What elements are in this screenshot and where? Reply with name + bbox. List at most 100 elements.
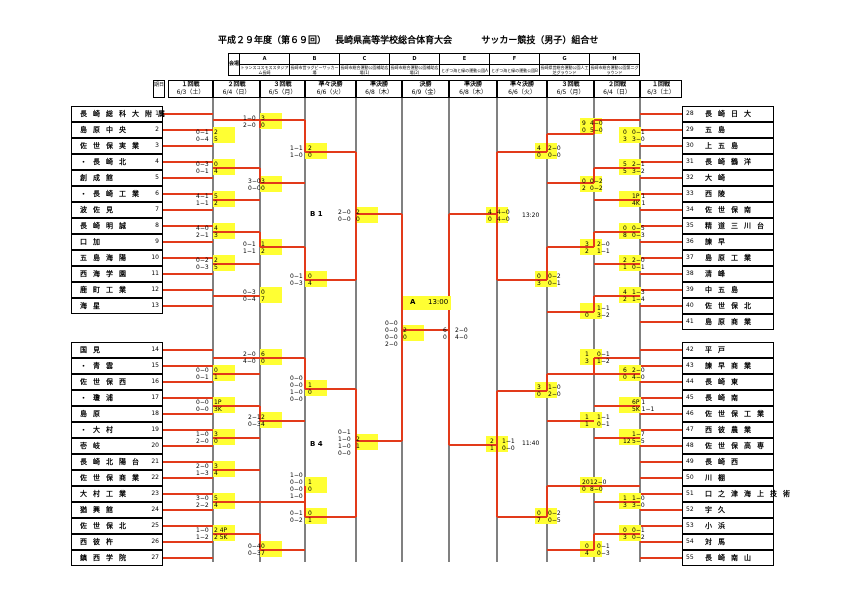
- team-number: 50: [686, 474, 694, 481]
- match-score: 0−1: [548, 280, 561, 287]
- match-score: 0: [582, 486, 586, 493]
- team-number: 3: [155, 142, 159, 149]
- match-score: 1: [308, 382, 312, 389]
- match-score: 0: [214, 161, 218, 168]
- match-score: 2−0: [632, 367, 645, 374]
- match-score: 0−4: [243, 296, 256, 303]
- team-number: 10: [151, 254, 159, 261]
- title-event: 長崎県高等学校総合体育大会: [335, 36, 453, 46]
- match-score: 1: [490, 445, 494, 452]
- match-score: 1−0: [338, 443, 351, 450]
- match-score: 0−1: [632, 527, 645, 534]
- venue-label: 会場: [228, 53, 240, 76]
- round-date: 6/8（木）: [459, 89, 487, 96]
- match-score: 3−0: [196, 495, 209, 502]
- match-score: 2−0: [455, 327, 468, 334]
- team-name: 長崎日大: [705, 110, 757, 118]
- round-date: 6/6（火）: [316, 89, 345, 96]
- match-score: 0−0: [290, 375, 303, 382]
- title-sport: サッカー競技（男子）組合せ: [481, 36, 599, 46]
- match-score: 0−4: [196, 136, 209, 143]
- match-score: 0−3: [196, 161, 209, 168]
- team-name: 口加: [80, 238, 106, 246]
- match-score: 1−3: [632, 289, 645, 296]
- match-score: 1−0: [290, 152, 303, 159]
- date-header-label: 期日: [153, 80, 165, 98]
- match-score: 7: [261, 550, 265, 557]
- team-name: ・長崎北: [80, 158, 132, 166]
- match-score: 4−1: [196, 193, 209, 200]
- score-highlight: [580, 118, 602, 134]
- match-score: 1−0: [632, 495, 645, 502]
- team-number: 51: [686, 490, 694, 497]
- round-date: 6/4（日）: [603, 89, 631, 96]
- match-score: 2−0: [548, 391, 561, 398]
- match-score: 3: [537, 280, 541, 287]
- match-score: 4: [214, 225, 218, 232]
- match-score: 5−0: [590, 127, 603, 134]
- team-name: 中五島: [705, 286, 744, 294]
- round-name: １回戦: [181, 81, 200, 88]
- match-score: 6: [261, 351, 265, 358]
- match-score: 4: [261, 421, 265, 428]
- team-name: 長崎西: [705, 458, 744, 466]
- match-score: 0−0: [548, 152, 561, 159]
- team-name: 佐世保工業: [705, 410, 770, 418]
- team-name: 国見: [80, 346, 106, 354]
- team-number: 44: [686, 378, 694, 385]
- match-score: 3: [261, 178, 265, 185]
- match-score: 6P 1: [632, 399, 646, 406]
- team-number: 28: [686, 110, 694, 117]
- match-score: 0−3: [243, 289, 256, 296]
- match-score: 4: [214, 470, 218, 477]
- semifinal-time: 13:20: [522, 212, 540, 219]
- match-score: 4−0: [632, 374, 645, 381]
- team-name: 島原商業: [705, 318, 757, 326]
- team-name: 上五島: [705, 142, 744, 150]
- team-name: 精道三川台: [705, 222, 770, 230]
- match-score: 1−0: [548, 384, 561, 391]
- match-score: 5: [214, 193, 218, 200]
- team-number: 52: [686, 506, 694, 513]
- team-number: 21: [151, 458, 159, 465]
- venue-name: トランスコスモススタジアム長崎: [239, 64, 290, 76]
- match-score: 1−0: [243, 115, 256, 122]
- team-name: 長崎南: [705, 394, 744, 402]
- round-name: 準決勝: [369, 81, 388, 88]
- match-score: 0−3: [632, 232, 645, 239]
- team-name: 佐世保北: [705, 302, 757, 310]
- block-label-b1: B 1: [310, 210, 323, 218]
- team-name: 海星: [80, 302, 106, 310]
- team-number: 33: [686, 190, 694, 197]
- match-score: 0−0: [385, 320, 398, 327]
- block-label-b4: B 4: [310, 440, 323, 448]
- match-score: 2: [585, 248, 589, 255]
- team-number: 27: [151, 554, 159, 561]
- round-name: 準決勝: [463, 81, 482, 88]
- match-score: 1−1: [290, 145, 303, 152]
- round-date: 6/6（火）: [508, 89, 536, 96]
- team-number: 39: [686, 286, 694, 293]
- match-score: 0: [537, 510, 541, 517]
- match-score: 5: [214, 495, 218, 502]
- match-score: 2: [214, 257, 218, 264]
- match-score: 12: [623, 438, 631, 445]
